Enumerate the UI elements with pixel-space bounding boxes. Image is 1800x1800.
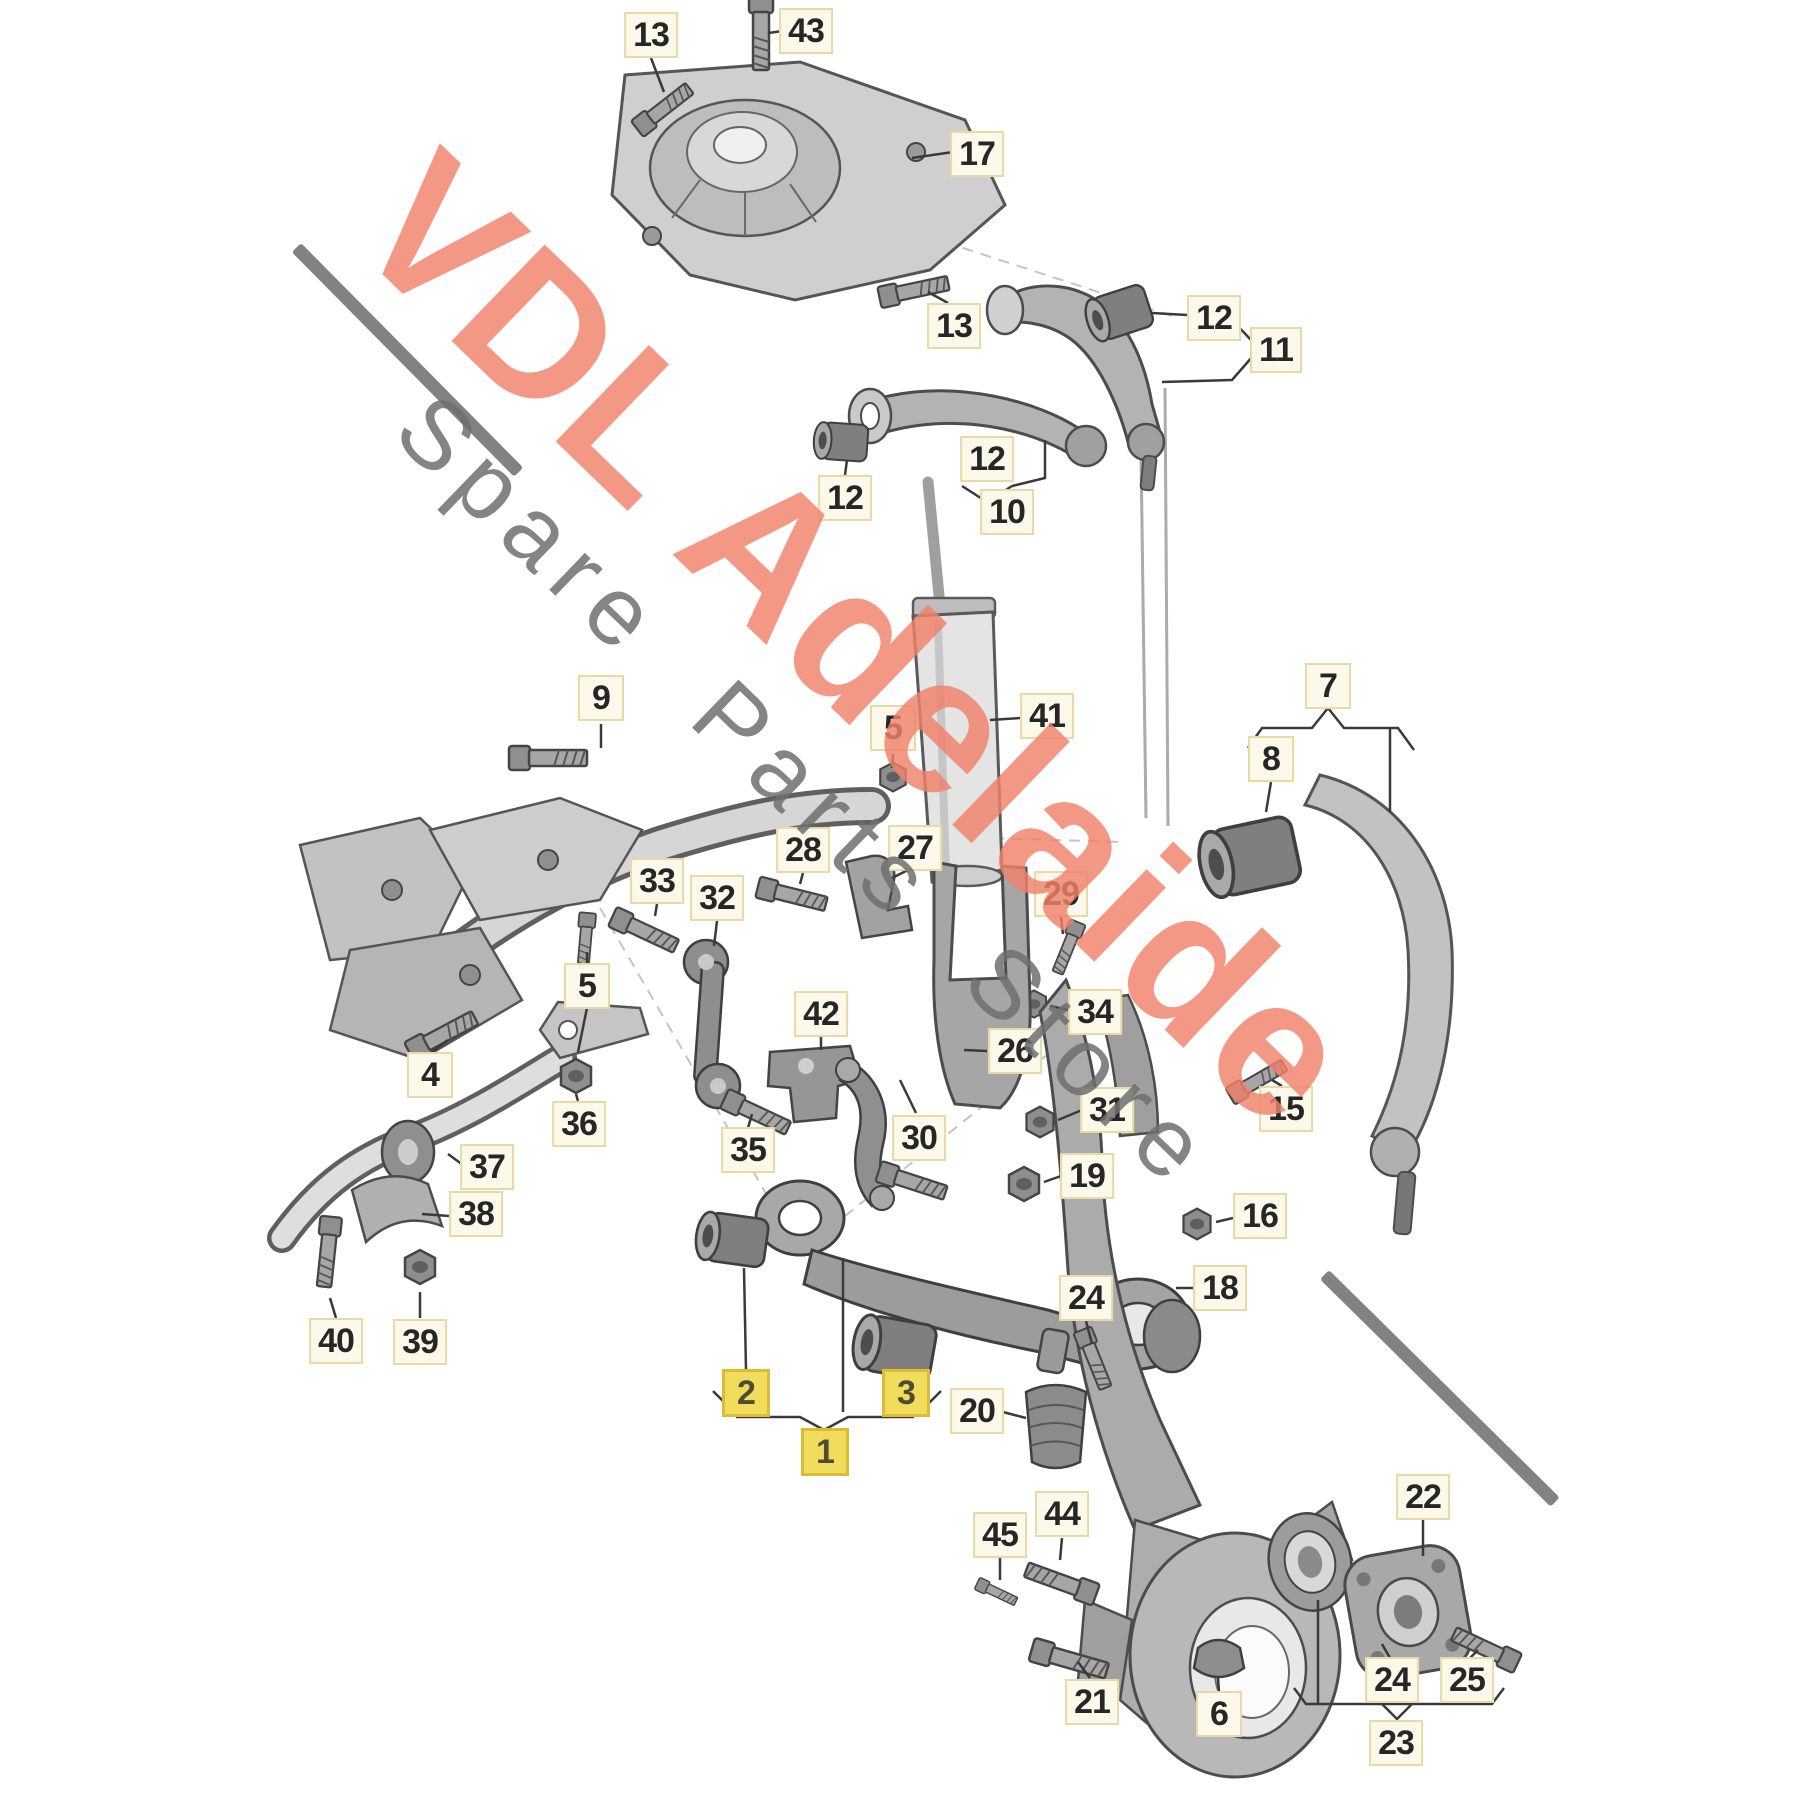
callout-7: 7 xyxy=(1305,663,1351,709)
callout-40: 40 xyxy=(309,1318,363,1364)
callout-6: 6 xyxy=(1196,1691,1242,1737)
callout-23: 23 xyxy=(1369,1720,1423,1766)
wheel-bearing-24 xyxy=(1267,1512,1353,1612)
callout-16: 16 xyxy=(1233,1193,1287,1239)
callout-4: 4 xyxy=(407,1052,453,1098)
callout-10: 10 xyxy=(980,489,1034,535)
strut-top-mount xyxy=(610,60,1007,302)
callout-9: 9 xyxy=(578,675,624,721)
callout-13: 13 xyxy=(927,303,981,349)
callout-12: 12 xyxy=(1187,295,1241,341)
ball-joint-20 xyxy=(1024,1327,1088,1470)
callout-35: 35 xyxy=(721,1127,775,1173)
callout-22: 22 xyxy=(1396,1474,1450,1520)
callout-17: 17 xyxy=(950,131,1004,177)
callout-37: 37 xyxy=(460,1144,514,1190)
stabilizer-bar xyxy=(267,1000,650,1253)
callout-25: 25 xyxy=(1440,1657,1494,1703)
callout-29: 29 xyxy=(1034,871,1088,917)
callout-32: 32 xyxy=(690,875,744,921)
callout-12: 12 xyxy=(818,475,872,521)
callout-2: 2 xyxy=(722,1369,770,1417)
callout-5: 5 xyxy=(870,705,916,751)
callout-31: 31 xyxy=(1080,1087,1134,1133)
callout-15: 15 xyxy=(1259,1086,1313,1132)
callout-28: 28 xyxy=(776,827,830,873)
callout-42: 42 xyxy=(794,991,848,1037)
callout-13: 13 xyxy=(624,12,678,58)
callout-26: 26 xyxy=(988,1028,1042,1074)
callout-41: 41 xyxy=(1020,693,1074,739)
callout-34: 34 xyxy=(1068,989,1122,1035)
callout-11: 11 xyxy=(1250,327,1302,373)
stab-clamp-38 xyxy=(350,1175,445,1245)
stabilizer-link-32 xyxy=(682,938,742,1110)
curved-arm-7 xyxy=(1302,773,1454,1236)
callout-30: 30 xyxy=(892,1115,946,1161)
callout-12: 12 xyxy=(960,436,1014,482)
callout-39: 39 xyxy=(393,1319,447,1365)
callout-44: 44 xyxy=(1035,1491,1089,1537)
callout-43: 43 xyxy=(779,8,833,54)
callout-38: 38 xyxy=(449,1191,503,1237)
upper-arm-front xyxy=(847,387,1108,468)
callout-36: 36 xyxy=(552,1101,606,1147)
callout-24: 24 xyxy=(1365,1657,1419,1703)
callout-18: 18 xyxy=(1193,1265,1247,1311)
callout-24: 24 xyxy=(1059,1275,1113,1321)
callout-8: 8 xyxy=(1248,736,1294,782)
callout-1: 1 xyxy=(801,1428,849,1476)
callout-21: 21 xyxy=(1065,1679,1119,1725)
bump-stop-6 xyxy=(1192,1638,1246,1679)
callout-3: 3 xyxy=(882,1369,930,1417)
callout-45: 45 xyxy=(973,1512,1027,1558)
callout-27: 27 xyxy=(888,825,942,871)
callout-33: 33 xyxy=(630,858,684,904)
callout-20: 20 xyxy=(950,1388,1004,1434)
callout-19: 19 xyxy=(1060,1153,1114,1199)
callout-5: 5 xyxy=(564,963,610,1009)
